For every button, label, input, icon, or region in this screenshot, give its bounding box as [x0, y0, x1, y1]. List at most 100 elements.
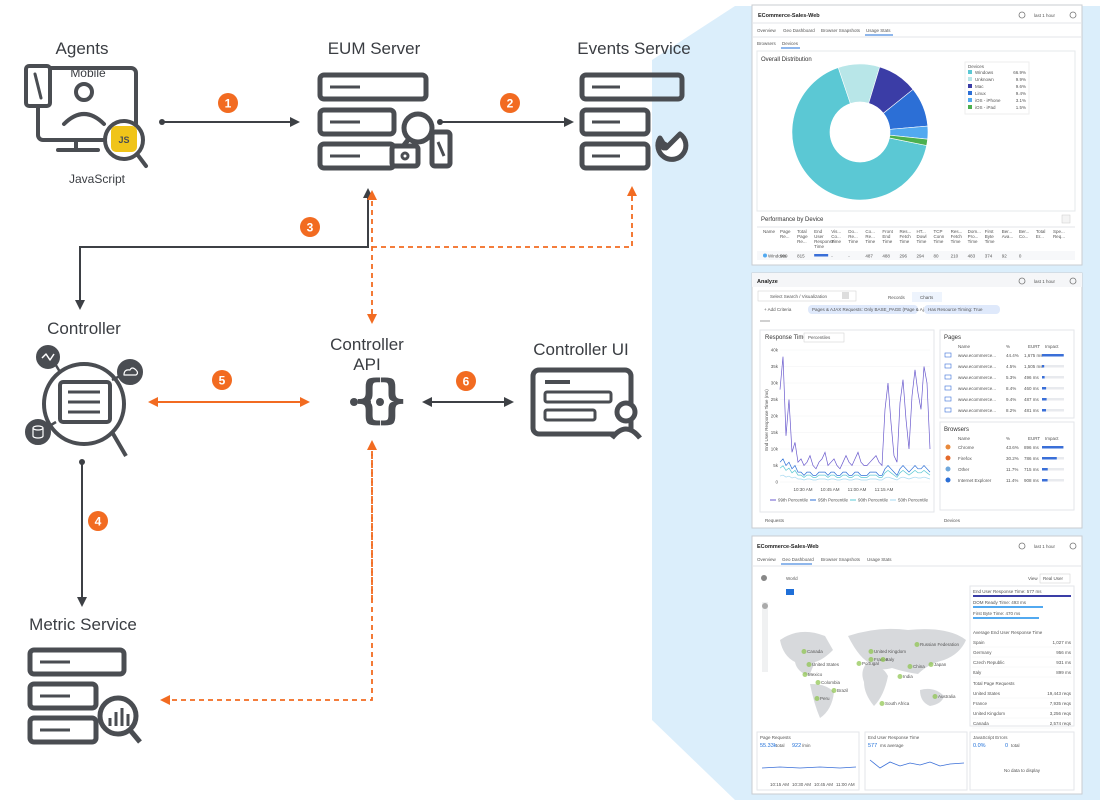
table-cell[interactable]: www.ecommerce...	[958, 397, 996, 402]
map-marker[interactable]	[868, 657, 874, 662]
map-marker[interactable]	[868, 649, 874, 654]
s1-subtab-browsers[interactable]: Browsers	[757, 41, 777, 46]
table-header-cell[interactable]: Spe...	[1053, 229, 1065, 234]
table-header-cell[interactable]: Page	[780, 229, 791, 234]
table-header-cell[interactable]: EURT	[1028, 436, 1040, 441]
table-header-cell[interactable]: Co...	[831, 234, 841, 239]
table-header-cell[interactable]: Byte	[985, 234, 995, 239]
s2-add-criteria[interactable]: + Add Criteria	[764, 307, 792, 312]
table-header-cell[interactable]: Total	[1036, 229, 1046, 234]
s2-tab-charts[interactable]: Charts	[920, 295, 934, 300]
table-header-cell[interactable]: Res...	[951, 229, 963, 234]
map-marker[interactable]	[928, 662, 934, 667]
s3-tab-geo[interactable]: Geo Dashboard	[782, 557, 814, 562]
table-header-cell[interactable]: %	[1006, 344, 1010, 349]
table-cell[interactable]: Italy	[973, 670, 982, 675]
table-cell[interactable]: www.ecommerce...	[958, 353, 996, 358]
map-marker[interactable]	[914, 642, 920, 647]
table-header-cell[interactable]: Time	[848, 239, 858, 244]
table-header-cell[interactable]: Re...	[780, 234, 790, 239]
table-cell[interactable]: Canada	[973, 721, 989, 726]
map-marker[interactable]	[801, 649, 807, 654]
help-icon[interactable]	[1069, 11, 1077, 19]
table-header-cell[interactable]: Time	[899, 239, 909, 244]
map-marker[interactable]	[806, 662, 812, 667]
table-header-cell[interactable]: Name	[958, 436, 971, 441]
s1-time[interactable]: last 1 hour	[1034, 13, 1056, 18]
table-cell[interactable]: www.ecommerce...	[958, 364, 996, 369]
s2-filter-chip-2[interactable]	[924, 305, 1000, 314]
table-header-cell[interactable]: End	[814, 229, 823, 234]
table-header-cell[interactable]: Time	[831, 239, 841, 244]
table-header-cell[interactable]: EURT	[1028, 344, 1040, 349]
donut-slice-ios-ipad[interactable]	[889, 134, 928, 146]
map-marker[interactable]	[802, 672, 808, 677]
table-header-cell[interactable]: TCP	[934, 229, 943, 234]
map-marker[interactable]	[879, 701, 885, 706]
table-header-cell[interactable]: Name	[763, 229, 776, 234]
table-header-cell[interactable]: Time	[917, 239, 927, 244]
s3-tab-overview[interactable]: Overview	[757, 557, 777, 562]
table-header-cell[interactable]: Time	[934, 239, 944, 244]
table-cell[interactable]: France	[973, 701, 988, 706]
table-header-cell[interactable]: Re...	[865, 234, 875, 239]
table-cell[interactable]: www.ecommerce...	[958, 386, 996, 391]
table-header-cell[interactable]: Ber...	[1002, 229, 1013, 234]
save-icon[interactable]	[842, 292, 849, 299]
table-header-cell[interactable]: Pro...	[968, 234, 979, 239]
table-header-cell[interactable]: Impact	[1045, 344, 1059, 349]
table-header-cell[interactable]: Time	[882, 239, 892, 244]
refresh-icon[interactable]	[1018, 542, 1026, 550]
table-header-cell[interactable]: Name	[958, 344, 971, 349]
table-header-cell[interactable]: Page	[797, 234, 808, 239]
table-header-cell[interactable]: Fetch	[951, 234, 963, 239]
table-header-cell[interactable]: Ava...	[1002, 234, 1013, 239]
s3-tab-browser-snapshots[interactable]: Browser Snapshots	[821, 557, 861, 562]
table-header-cell[interactable]: Time	[985, 239, 995, 244]
table-header-cell[interactable]: Dom...	[968, 229, 981, 234]
s2-tab-records[interactable]: Records	[888, 295, 906, 300]
s2-percentiles-select[interactable]	[803, 332, 845, 343]
help-icon[interactable]	[1069, 277, 1077, 285]
table-header-cell[interactable]: Front	[882, 229, 893, 234]
s2-time[interactable]: last 1 hour	[1034, 279, 1056, 284]
s3-view-select[interactable]	[1039, 573, 1071, 584]
s2-search-select[interactable]	[757, 290, 857, 302]
table-header-cell[interactable]: Time	[814, 244, 824, 249]
table-cell[interactable]: www.ecommerce...	[958, 408, 996, 413]
table-header-cell[interactable]: User	[814, 234, 824, 239]
s1-tab-browser-snapshots[interactable]: Browser Snapshots	[821, 28, 861, 33]
s3-tab-usage[interactable]: Usage Stats	[867, 557, 892, 562]
s2-filter-chip-1[interactable]	[808, 305, 918, 314]
table-header-cell[interactable]: Res...	[899, 229, 911, 234]
table-cell[interactable]: Germany	[973, 650, 992, 655]
map-marker[interactable]	[815, 680, 821, 685]
refresh-icon[interactable]	[1018, 277, 1026, 285]
table-cell[interactable]: Internet Explorer	[958, 478, 992, 483]
table-header-cell[interactable]: First	[985, 229, 994, 234]
table-cell[interactable]: Other	[958, 467, 970, 472]
map-marker[interactable]	[856, 661, 862, 666]
table-header-cell[interactable]: Time	[951, 239, 961, 244]
table-header-cell[interactable]: End	[882, 234, 891, 239]
donut-slice-windows[interactable]	[791, 67, 927, 201]
table-header-cell[interactable]: Co...	[1019, 234, 1029, 239]
s1-tab-overview[interactable]: Overview	[757, 28, 777, 33]
table-header-cell[interactable]: Ber...	[1019, 229, 1030, 234]
table-cell[interactable]: Firefox	[958, 456, 973, 461]
s1-subtab-devices[interactable]: Devices	[782, 41, 799, 46]
table-cell[interactable]: Chrome	[958, 445, 975, 450]
table-cell[interactable]: United States	[973, 691, 1001, 696]
help-icon[interactable]	[1069, 542, 1077, 550]
table-header-cell[interactable]: Total	[797, 229, 807, 234]
table-header-cell[interactable]: Er...	[1036, 234, 1044, 239]
settings-icon[interactable]	[1061, 214, 1071, 224]
table-header-cell[interactable]: Vis...	[831, 229, 841, 234]
table-header-cell[interactable]: Conn	[934, 234, 945, 239]
refresh-icon[interactable]	[1018, 11, 1026, 19]
table-header-cell[interactable]: %	[1006, 436, 1010, 441]
table-header-cell[interactable]: Re...	[797, 239, 807, 244]
home-icon[interactable]	[761, 575, 767, 581]
table-header-cell[interactable]: Impact	[1045, 436, 1059, 441]
table-header-cell[interactable]: Re...	[848, 234, 858, 239]
